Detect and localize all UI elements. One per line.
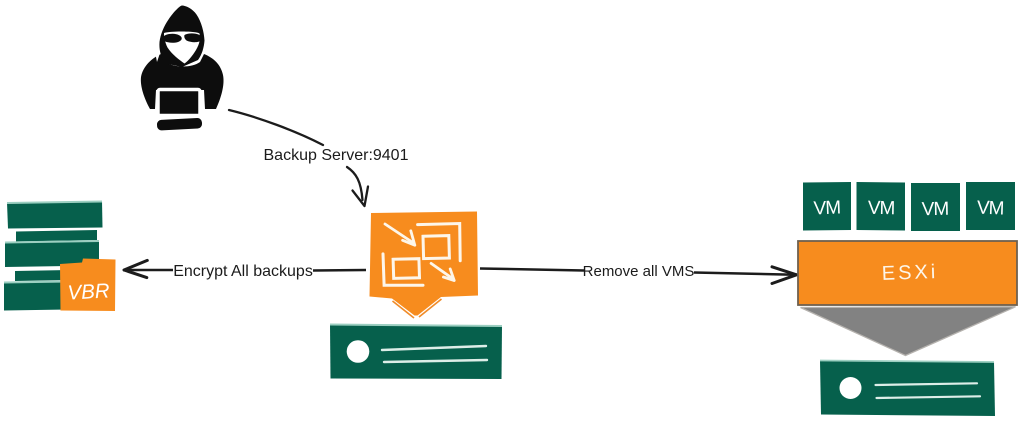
svg-text:VM: VM — [813, 198, 840, 220]
svg-text:Remove all VMS: Remove all VMS — [583, 263, 695, 280]
svg-text:VM: VM — [977, 198, 1004, 220]
svg-text:Backup Server:9401: Backup Server:9401 — [264, 147, 409, 164]
svg-text:ESXi: ESXi — [881, 261, 938, 285]
svg-text:VM: VM — [921, 199, 948, 220]
svg-text:VM: VM — [868, 198, 895, 219]
svg-text:VBR: VBR — [67, 279, 110, 304]
svg-text:Encrypt All backups: Encrypt All backups — [173, 263, 313, 280]
